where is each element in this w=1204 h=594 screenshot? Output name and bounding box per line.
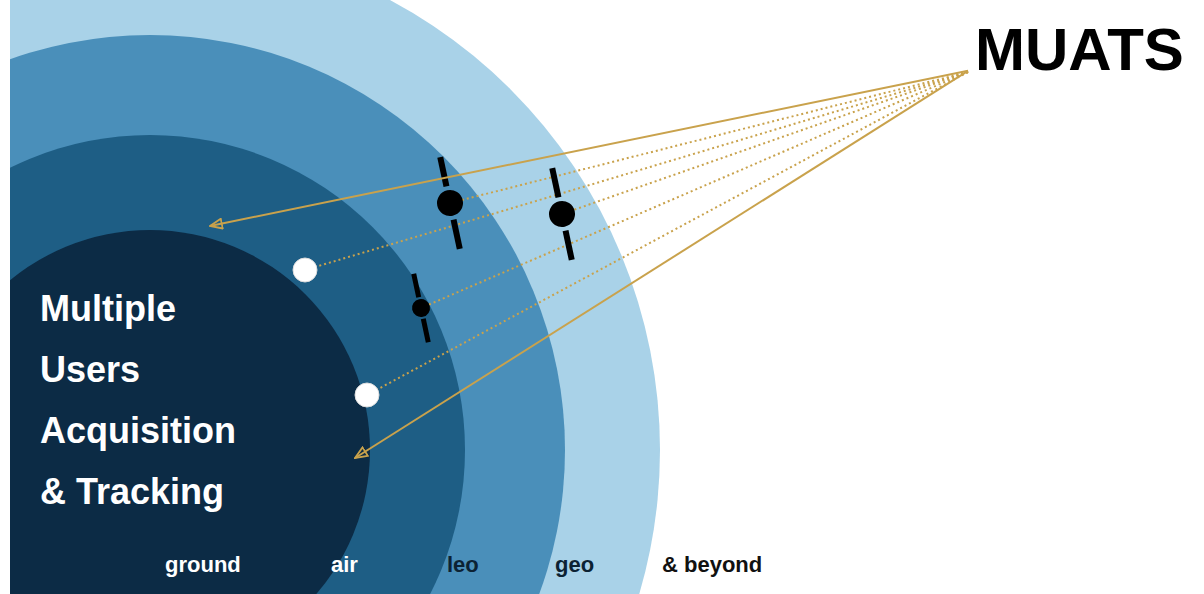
satellite (405, 272, 437, 344)
dotted-link (421, 72, 968, 308)
tracking-link (355, 71, 968, 458)
ground-region: Multiple Users Acquisition & Tracking gro… (10, 230, 370, 594)
balloon (293, 258, 317, 282)
satellite (428, 154, 473, 251)
balloons (293, 258, 379, 407)
title-node: MUATS (975, 20, 1186, 82)
layer-name: air (331, 552, 358, 578)
dotted-links (305, 72, 968, 395)
layer-name: leo (447, 552, 479, 578)
air-ring (10, 135, 465, 594)
layer-name: & beyond (662, 552, 762, 578)
balloon (355, 383, 379, 407)
layer-name: ground (165, 552, 241, 578)
layer-name: geo (555, 552, 594, 578)
satellite (540, 165, 585, 262)
geo-ring (10, 0, 660, 594)
tracking-link (210, 71, 968, 226)
system-name: MUATS (975, 20, 1184, 80)
leo-ring (10, 35, 565, 594)
ground-disc (10, 230, 370, 594)
dotted-link (367, 72, 968, 395)
satellites (405, 154, 585, 344)
dotted-link (562, 72, 968, 214)
region-heading: Multiple Users Acquisition & Tracking (40, 278, 255, 522)
dotted-link (305, 72, 968, 270)
